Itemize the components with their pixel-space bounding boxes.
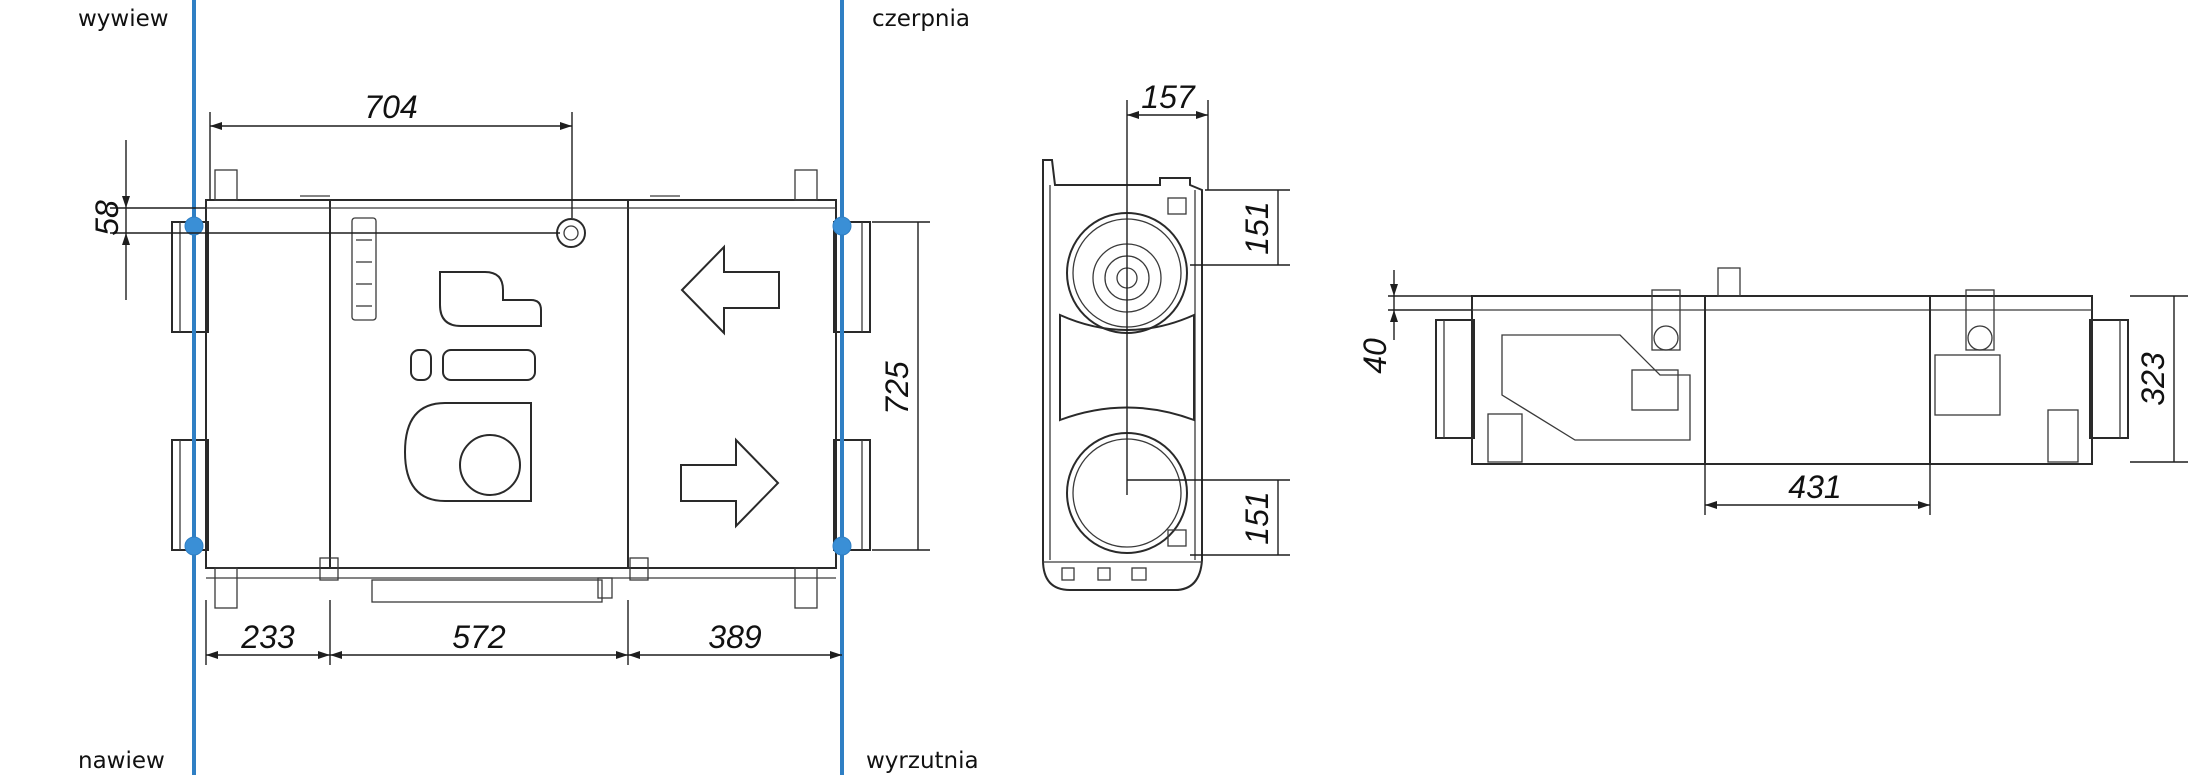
rear-view: 40 323 431: [1357, 267, 2188, 515]
dim-323: 323: [2135, 352, 2171, 406]
dim-151-top: 151: [1239, 201, 1275, 254]
dim-572: 572: [452, 619, 506, 655]
rear-housing: [1471, 295, 2093, 465]
front-housing: [205, 199, 837, 569]
label-nawiew: nawiew: [78, 748, 165, 774]
connector-dot-wywiew: [184, 216, 204, 236]
dim-233: 233: [240, 619, 295, 655]
dim-725: 725: [879, 361, 915, 415]
dim-151-bottom: 151: [1239, 491, 1275, 544]
dim-704: 704: [364, 89, 417, 125]
label-czerpnia: czerpnia: [872, 6, 970, 32]
front-view: 704 58 725 233 572 389 wywiew czerpnia n…: [78, 0, 979, 775]
connector-dot-czerpnia: [832, 216, 852, 236]
arrow-left-icon: [680, 244, 780, 336]
side-view: 157 151 151: [1042, 79, 1290, 591]
dim-58: 58: [89, 200, 125, 236]
label-wywiew: wywiew: [78, 6, 169, 32]
air-logo: [403, 271, 542, 502]
spigot-czerpnia: [833, 221, 871, 333]
connector-dot-nawiew: [184, 536, 204, 556]
side-housing: [1042, 159, 1203, 591]
dim-389: 389: [708, 619, 762, 655]
spigot-wyrzutnia: [833, 439, 871, 551]
arrow-right-icon: [680, 437, 780, 529]
dim-40: 40: [1357, 338, 1393, 374]
label-wyrzutnia: wyrzutnia: [866, 748, 979, 774]
spigot-wywiew: [171, 221, 209, 333]
spigot-nawiew: [171, 439, 209, 551]
connector-dot-wyrzutnia: [832, 536, 852, 556]
dim-157: 157: [1141, 79, 1196, 115]
dim-431: 431: [1788, 469, 1841, 505]
